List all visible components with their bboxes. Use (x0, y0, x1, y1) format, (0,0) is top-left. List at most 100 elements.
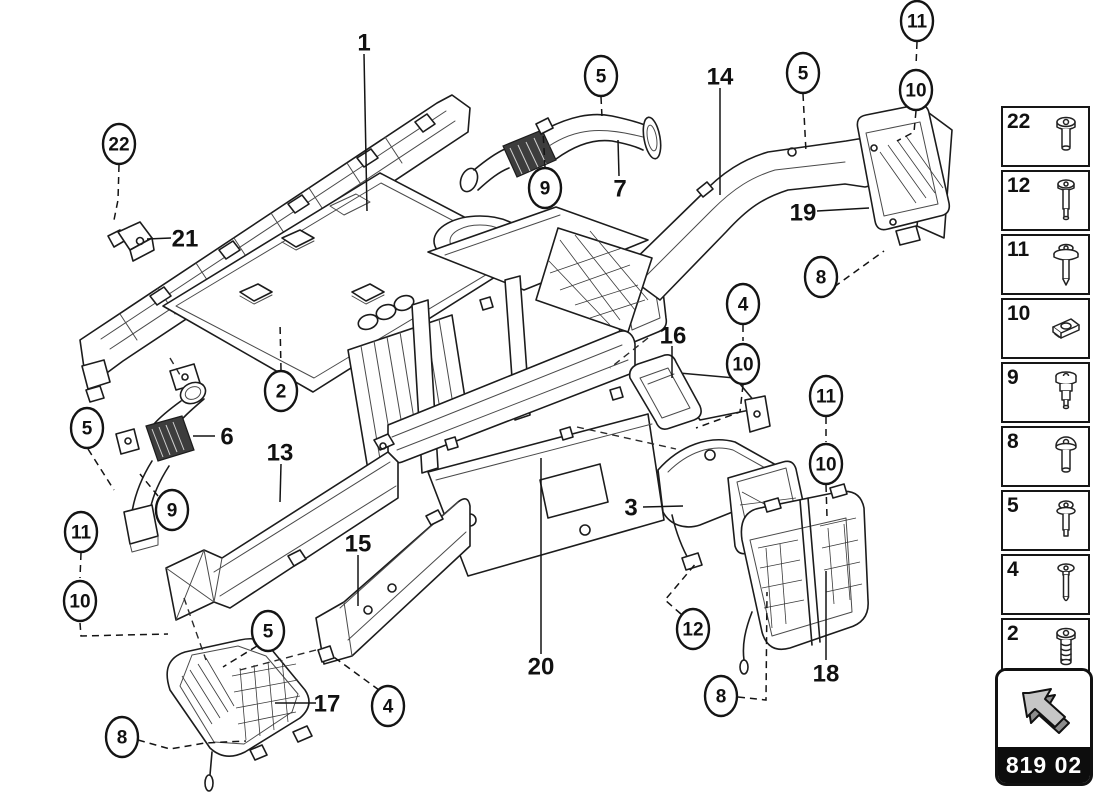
svg-text:6: 6 (220, 424, 233, 451)
legend-number: 2 (1007, 622, 1019, 645)
svg-text:14: 14 (707, 64, 734, 91)
part-label-19[interactable]: 19 (790, 200, 870, 227)
legend-row-11[interactable]: 11 (1001, 234, 1090, 295)
part-label-3[interactable]: 3 (624, 495, 684, 522)
part-13-duct-drawing (165, 433, 399, 621)
svg-text:11: 11 (71, 523, 92, 544)
diagram-code: 819 02 (998, 747, 1090, 783)
svg-text:5: 5 (798, 64, 809, 85)
svg-text:10: 10 (732, 355, 753, 376)
legend-row-22[interactable]: 22 (1001, 106, 1090, 167)
fastener-callout-10[interactable]: 10 (62, 579, 169, 637)
legend-number: 8 (1007, 430, 1019, 453)
svg-text:13: 13 (267, 440, 294, 467)
svg-text:11: 11 (816, 387, 837, 408)
legend-row-5[interactable]: 5 (1001, 490, 1090, 551)
slim-screw-icon (1057, 562, 1075, 601)
part-15-duct-drawing (315, 498, 471, 665)
fastener-callout-11[interactable]: 11 (63, 510, 99, 579)
legend-number: 12 (1007, 174, 1031, 197)
part-label-17[interactable]: 17 (275, 691, 340, 718)
fastener-callout-8[interactable]: 8 (703, 591, 768, 718)
part-label-13[interactable]: 13 (267, 440, 294, 503)
part-label-14[interactable]: 14 (707, 64, 734, 196)
legend-row-12[interactable]: 12 (1001, 170, 1090, 231)
svg-text:5: 5 (263, 622, 274, 643)
svg-text:4: 4 (383, 697, 394, 718)
fastener-callout-10[interactable]: 10 (695, 342, 761, 429)
fastener-callout-5[interactable]: 5 (583, 54, 619, 118)
fastener-callout-10[interactable]: 10 (896, 68, 934, 142)
legend-number: 10 (1007, 302, 1031, 325)
part-label-7[interactable]: 7 (613, 139, 627, 203)
part-20-hvac-unit-drawing (347, 206, 665, 577)
collar-screw-icon (1056, 499, 1076, 537)
fastener-callout-8[interactable]: 8 (803, 250, 885, 299)
part-label-21[interactable]: 21 (146, 226, 199, 253)
legend-number: 4 (1007, 558, 1019, 581)
part-18-twin-vent-drawing (739, 483, 869, 675)
part-label-1[interactable]: 1 (357, 30, 371, 212)
part-19-vent-drawing (856, 103, 953, 246)
svg-text:2: 2 (276, 382, 287, 403)
fastener-callout-2[interactable]: 2 (263, 321, 299, 413)
svg-text:5: 5 (82, 419, 93, 440)
svg-text:11: 11 (907, 12, 928, 33)
legend-number: 22 (1007, 110, 1031, 133)
svg-text:7: 7 (613, 176, 626, 203)
svg-text:4: 4 (738, 295, 749, 316)
fastener-callout-5[interactable]: 5 (222, 609, 286, 668)
long-screw-icon (1057, 178, 1075, 220)
svg-text:20: 20 (528, 654, 555, 681)
fastener-callout-4[interactable]: 4 (330, 654, 406, 728)
svg-text:3: 3 (624, 495, 637, 522)
part-label-6[interactable]: 6 (193, 424, 234, 451)
fastener-legend: 22 12 11 10 (1001, 106, 1090, 682)
fastener-callout-5[interactable]: 5 (69, 406, 115, 491)
svg-text:8: 8 (816, 268, 827, 289)
legend-row-9[interactable]: 9 (1001, 362, 1090, 423)
washer-screw-icon (1053, 243, 1079, 286)
fastener-callout-8[interactable]: 8 (104, 715, 247, 759)
svg-text:10: 10 (815, 455, 836, 476)
legend-row-10[interactable]: 10 (1001, 298, 1090, 359)
fastener-callout-11[interactable]: 11 (899, 0, 935, 67)
part-6-hose-drawing (115, 363, 207, 553)
part-21-bracket-drawing (107, 221, 155, 262)
svg-text:8: 8 (716, 687, 727, 708)
fastener-callout-9[interactable]: 9 (527, 130, 563, 210)
fastener-callout-11[interactable]: 11 (808, 374, 844, 442)
part-2-dash-top-panel-drawing (162, 172, 534, 393)
dome-head-screw-icon (1055, 435, 1077, 473)
svg-text:17: 17 (314, 691, 341, 718)
part-label-18[interactable]: 18 (813, 571, 840, 688)
part-label-15[interactable]: 15 (345, 531, 372, 607)
part-17-vent-drawing (166, 637, 313, 792)
fastener-callout-9[interactable]: 9 (139, 473, 190, 532)
legend-number: 5 (1007, 494, 1019, 517)
svg-text:21: 21 (172, 226, 199, 253)
svg-text:10: 10 (69, 592, 90, 613)
callout-layer: 22 5 9 5 11 10 8 4 10 11 10 2 5 9 11 10 5 12 8 4 8 1 21 7 14 19 16… (62, 0, 935, 759)
pan-head-screw-icon (1056, 116, 1076, 151)
clip-nut-icon (1052, 317, 1080, 339)
legend-row-8[interactable]: 8 (1001, 426, 1090, 487)
legend-row-4[interactable]: 4 (1001, 554, 1090, 615)
fastener-callout-4[interactable]: 4 (725, 282, 761, 341)
part-label-16[interactable]: 16 (660, 323, 687, 379)
svg-text:8: 8 (117, 728, 128, 749)
svg-text:18: 18 (813, 661, 840, 688)
diagram-page-badge[interactable]: 819 02 (995, 668, 1093, 786)
fastener-callout-22[interactable]: 22 (101, 122, 137, 221)
svg-text:22: 22 (108, 135, 129, 156)
fastener-callout-12[interactable]: 12 (663, 561, 711, 651)
part-label-20[interactable]: 20 (528, 458, 555, 681)
svg-text:1: 1 (357, 30, 370, 57)
svg-text:9: 9 (540, 179, 551, 200)
fastener-callout-10[interactable]: 10 (808, 442, 844, 518)
svg-text:15: 15 (345, 531, 372, 558)
svg-text:9: 9 (167, 501, 178, 522)
fastener-callout-5[interactable]: 5 (785, 51, 821, 153)
